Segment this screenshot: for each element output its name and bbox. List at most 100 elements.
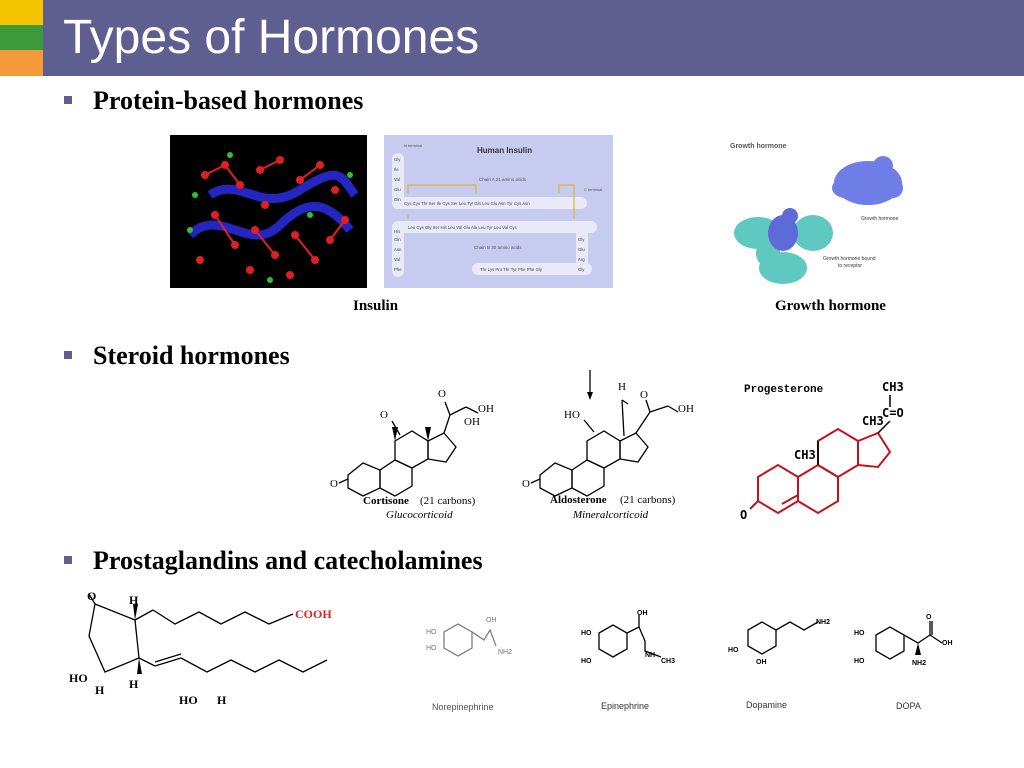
svg-text:H: H — [217, 693, 227, 707]
progesterone-label: Progesterone — [744, 384, 824, 396]
svg-text:Gly: Gly — [578, 267, 585, 272]
accent-square-orange — [0, 50, 43, 76]
svg-text:OH: OH — [678, 403, 694, 415]
insulin-caption: Insulin — [353, 298, 399, 314]
svg-text:Asn: Asn — [394, 247, 402, 252]
svg-text:Val: Val — [394, 257, 400, 262]
svg-text:Phe: Phe — [394, 267, 402, 272]
svg-text:HO: HO — [854, 630, 865, 637]
svg-text:(21 carbons): (21 carbons) — [420, 495, 476, 507]
svg-text:OH: OH — [637, 610, 648, 617]
dopa-label: DOPA — [896, 701, 921, 711]
svg-text:NH2: NH2 — [816, 619, 830, 626]
svg-text:OH: OH — [756, 659, 767, 666]
svg-text:O: O — [522, 478, 530, 490]
svg-text:Arg: Arg — [578, 257, 585, 262]
svg-text:NH2: NH2 — [912, 660, 926, 667]
dopamine-structure: HO OH NH2 Dopamine — [728, 619, 830, 710]
svg-text:O: O — [640, 389, 648, 401]
svg-text:Growth hormone bound: Growth hormone bound — [823, 256, 876, 262]
svg-text:CH3: CH3 — [882, 380, 904, 394]
svg-text:Cortisone: Cortisone — [363, 495, 409, 507]
norepinephrine-label: Norepinephrine — [432, 702, 494, 712]
slide-title: Types of Hormones — [63, 11, 480, 64]
svg-text:Thr Lys Pro Thr Tyr Phe: Thr Lys Pro Thr Tyr Phe Phe Gly — [480, 267, 543, 272]
svg-text:O: O — [87, 589, 96, 603]
svg-text:HO: HO — [426, 629, 437, 636]
svg-text:Chain A 21 amino acids: Chain A 21 amino acids — [479, 177, 527, 182]
epinephrine-structure: HO HO OH NH CH3 Epinephrine — [581, 610, 675, 711]
svg-text:Gly: Gly — [578, 237, 585, 242]
svg-text:Mineralcorticoid: Mineralcorticoid — [572, 509, 649, 521]
svg-text:Leu Cys Gly Ser His Leu: Leu Cys Gly Ser His Leu Val Glu Ala Leu … — [408, 225, 517, 230]
svg-text:His: His — [394, 229, 400, 234]
svg-text:OH: OH — [486, 617, 497, 624]
svg-text:HO: HO — [426, 645, 437, 652]
svg-text:Val: Val — [394, 177, 400, 182]
svg-text:H: H — [618, 381, 626, 393]
dopamine-label: Dopamine — [746, 700, 787, 710]
svg-text:Glu: Glu — [578, 247, 585, 252]
aldosterone-structure: O HO H O OH Aldosterone (21 carbons) Min… — [522, 370, 694, 521]
bullet-protein: Protein-based hormones — [93, 86, 364, 115]
bullet-steroid: Steroid hormones — [93, 341, 290, 370]
bullet-icon — [64, 351, 72, 359]
svg-text:O: O — [740, 508, 747, 522]
accent-square-green — [0, 25, 43, 50]
cooh-label: COOH — [295, 607, 332, 621]
bullet-icon — [64, 96, 72, 104]
insulin-3d-image — [170, 135, 367, 288]
dopa-structure: HO HO O OH NH2 DOPA — [854, 614, 953, 711]
cortisone-structure: O O O OH OH Cortisone (21 carbons) Gluco… — [330, 388, 494, 521]
svg-text:HO: HO — [564, 409, 580, 421]
svg-text:HO: HO — [179, 693, 198, 707]
growth-hormone-image: Growth hormone Growth hormone Growth hor… — [730, 143, 903, 284]
svg-text:OH: OH — [464, 416, 480, 428]
svg-text:HO: HO — [728, 647, 739, 654]
svg-text:(21 carbons): (21 carbons) — [620, 494, 676, 506]
bullet-icon — [64, 556, 72, 564]
progesterone-structure: Progesterone CH3 C=O CH3 CH3 O — [740, 380, 904, 522]
svg-text:HO: HO — [69, 671, 88, 685]
svg-text:Ile: Ile — [394, 167, 399, 172]
svg-text:OH: OH — [942, 640, 953, 647]
svg-text:NH2: NH2 — [498, 649, 512, 656]
svg-text:Aldosterone: Aldosterone — [550, 494, 607, 506]
svg-text:Chain B 30 amino acids: Chain B 30 amino acids — [474, 245, 522, 250]
title-bar — [43, 0, 1024, 76]
accent-square-yellow — [0, 0, 43, 25]
svg-text:Cys Cys Thr Ser Ile Cys: Cys Cys Thr Ser Ile Cys Ser Leu Tyr Gln … — [404, 201, 530, 206]
svg-text:Glu: Glu — [394, 187, 401, 192]
insulin-sequence-diagram: Human Insulin N terminal C terminal Chai… — [384, 135, 613, 288]
svg-text:Gln: Gln — [394, 197, 401, 202]
epinephrine-label: Epinephrine — [601, 701, 649, 711]
svg-text:O: O — [380, 409, 388, 421]
svg-text:H: H — [129, 677, 139, 691]
svg-text:HO: HO — [581, 658, 592, 665]
svg-text:HO: HO — [581, 630, 592, 637]
svg-text:O: O — [330, 478, 338, 490]
svg-text:Growth hormone: Growth hormone — [861, 216, 898, 222]
growth-hormone-caption: Growth hormone — [775, 298, 886, 314]
svg-text:OH: OH — [478, 403, 494, 415]
svg-text:H: H — [129, 593, 139, 607]
svg-text:CH3: CH3 — [862, 414, 884, 428]
svg-text:O: O — [438, 388, 446, 400]
bullet-prostaglandins: Prostaglandins and catecholamines — [93, 546, 483, 575]
svg-text:NH: NH — [645, 652, 655, 659]
svg-text:Gly: Gly — [394, 157, 401, 162]
svg-text:CH3: CH3 — [661, 658, 675, 665]
svg-text:C=O: C=O — [882, 406, 904, 420]
svg-text:Glucocorticoid: Glucocorticoid — [386, 509, 453, 521]
svg-text:C terminal: C terminal — [584, 187, 602, 192]
insulin-diagram-title: Human Insulin — [477, 146, 532, 155]
prostaglandin-structure: O H HO H H HO H COOH — [69, 589, 332, 707]
svg-text:Growth hormone: Growth hormone — [730, 143, 786, 150]
svg-text:N terminal: N terminal — [404, 143, 422, 148]
norepinephrine-structure: HO HO OH NH2 Norepinephrine — [426, 617, 512, 712]
svg-text:Gln: Gln — [394, 237, 401, 242]
svg-text:O: O — [926, 614, 932, 621]
svg-text:HO: HO — [854, 658, 865, 665]
svg-text:CH3: CH3 — [794, 448, 816, 462]
svg-text:H: H — [95, 683, 105, 697]
